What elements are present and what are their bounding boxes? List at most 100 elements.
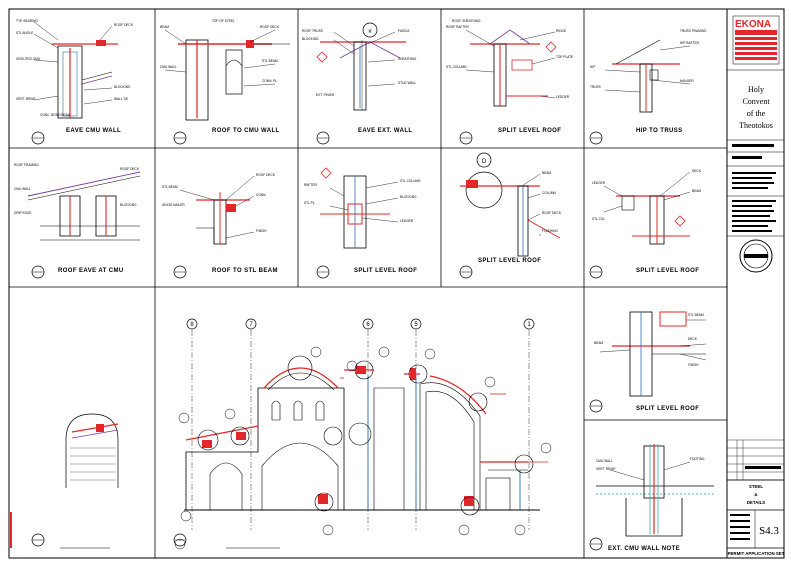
svg-text:BLOCKING: BLOCKING bbox=[400, 195, 417, 199]
svg-text:DECK: DECK bbox=[692, 169, 702, 173]
svg-text:ROOF DECK: ROOF DECK bbox=[256, 173, 276, 177]
project-title-line-1: Holy bbox=[748, 85, 764, 94]
svg-text:ROOF FRAMING: ROOF FRAMING bbox=[14, 163, 39, 167]
svg-text:BEAM: BEAM bbox=[542, 171, 551, 175]
grid-marker-7: 7 bbox=[249, 322, 253, 328]
sheet-title-line-2: & bbox=[754, 492, 758, 497]
detail-6-title: ROOF EAVE AT CMU bbox=[58, 268, 124, 274]
svg-text:COLUMN: COLUMN bbox=[542, 191, 557, 195]
svg-text:GROUTED CMU: GROUTED CMU bbox=[16, 57, 41, 61]
svg-text:STL PL: STL PL bbox=[304, 201, 315, 205]
svg-text:EXT. FINISH: EXT. FINISH bbox=[316, 93, 335, 97]
svg-text:RAFTER: RAFTER bbox=[304, 183, 317, 187]
svg-text:FLASHING: FLASHING bbox=[542, 229, 558, 233]
svg-text:ROOF DECK: ROOF DECK bbox=[114, 23, 134, 27]
svg-text:SHEATHING: SHEATHING bbox=[398, 57, 417, 61]
detail-11-title: SPLIT LEVEL ROOF bbox=[636, 406, 699, 412]
detail-8-drawing: RAFTER STL PL STL COLUMN BLOCKING LEDGER bbox=[304, 167, 421, 249]
svg-text:TOP PLATE: TOP PLATE bbox=[556, 55, 573, 59]
detail-10-title: SPLIT LEVEL ROOF bbox=[636, 268, 699, 274]
sheet-border bbox=[8, 8, 785, 559]
svg-text:STL BEAM: STL BEAM bbox=[688, 313, 704, 317]
svg-text:DECK: DECK bbox=[688, 337, 698, 341]
grid-marker-5: 5 bbox=[414, 322, 418, 328]
svg-text:TRUSS: TRUSS bbox=[590, 85, 601, 89]
sheet-title-line-3: DETAILS bbox=[747, 500, 766, 505]
detail-6-drawing: ROOF FRAMING CMU WALL ROOF DECK BLOCKING D… bbox=[14, 163, 141, 241]
section-marker-circle bbox=[476, 152, 492, 168]
svg-text:ROOF DECK: ROOF DECK bbox=[260, 25, 280, 29]
svg-text:BEAM: BEAM bbox=[692, 189, 701, 193]
sheet-title-line-1: STEEL bbox=[749, 484, 763, 489]
svg-text:CONN. PL: CONN. PL bbox=[262, 79, 277, 83]
svg-text:VERT. REINF.: VERT. REINF. bbox=[596, 467, 616, 471]
detail-3-title: EAVE EXT. WALL bbox=[358, 128, 413, 134]
detail-1-drawing: TYP. BEARING STL ANGLE GROUTED CMU VERT. R… bbox=[16, 19, 134, 119]
svg-text:FINISH: FINISH bbox=[256, 229, 267, 233]
svg-text:WALL TIE: WALL TIE bbox=[114, 97, 128, 101]
detail-2-drawing: BEAM CMU WALL ROOF DECK STL BEAM CONN. PL T… bbox=[160, 19, 290, 121]
svg-text:ROOF RAFTER: ROOF RAFTER bbox=[446, 25, 470, 29]
svg-text:BEAM: BEAM bbox=[160, 25, 169, 29]
detail-4-title: SPLIT LEVEL ROOF bbox=[498, 128, 561, 134]
svg-text:ROOF DECK: ROOF DECK bbox=[120, 167, 140, 171]
svg-text:VERT. REINF.: VERT. REINF. bbox=[16, 97, 36, 101]
main-elevation-drawing bbox=[174, 330, 552, 550]
svg-text:STL BEAM: STL BEAM bbox=[162, 185, 178, 189]
panel-grid bbox=[9, 9, 727, 558]
svg-text:TOP OF STEEL: TOP OF STEEL bbox=[212, 19, 235, 23]
detail-9-title: SPLIT LEVEL ROOF bbox=[478, 258, 541, 264]
sheet-number: S4.3 bbox=[759, 525, 779, 537]
svg-text:LEDGER: LEDGER bbox=[400, 219, 414, 223]
project-title-line-3: of the bbox=[747, 109, 766, 118]
svg-text:BLOCKING: BLOCKING bbox=[120, 203, 137, 207]
svg-text:ROOF DECK: ROOF DECK bbox=[542, 211, 562, 215]
svg-text:HIP: HIP bbox=[590, 65, 595, 69]
svg-text:LEDGER: LEDGER bbox=[592, 181, 606, 185]
detail-titles: EAVE CMU WALL ROOF TO CMU WALL EAVE EXT.… bbox=[31, 128, 699, 552]
firm-logo: EKONA bbox=[735, 19, 771, 30]
svg-text:CMU WALL: CMU WALL bbox=[160, 65, 177, 69]
detail-4-drawing: ROOF RAFTER STL COLUMN RIDGE TOP PLATE LED… bbox=[446, 19, 573, 107]
svg-text:CONC. BOND BEAM: CONC. BOND BEAM bbox=[40, 113, 71, 117]
project-title-line-4: Theotokos bbox=[739, 121, 773, 130]
detail-12-drawing: CMU WALL VERT. REINF. FOOTING bbox=[596, 444, 714, 537]
detail-circle-marker-label: # bbox=[368, 29, 372, 35]
svg-text:STL COLUMN: STL COLUMN bbox=[400, 179, 421, 183]
detail-8-title: SPLIT LEVEL ROOF bbox=[354, 268, 417, 274]
title-block bbox=[727, 15, 784, 549]
svg-text:STL ANGLE: STL ANGLE bbox=[16, 31, 33, 35]
svg-text:BLOCKING: BLOCKING bbox=[302, 37, 319, 41]
svg-text:FASCIA: FASCIA bbox=[398, 29, 410, 33]
svg-text:HANGER: HANGER bbox=[680, 79, 694, 83]
grid-marker-1: 1 bbox=[527, 322, 531, 328]
svg-text:DRIP EDGE: DRIP EDGE bbox=[14, 211, 31, 215]
detail-9-drawing: BEAM COLUMN ROOF DECK FLASHING bbox=[460, 171, 562, 257]
detail-12-title: EXT. CMU WALL NOTE bbox=[608, 546, 680, 552]
svg-text:STL BEAM: STL BEAM bbox=[262, 59, 278, 63]
svg-text:STL COLUMN: STL COLUMN bbox=[446, 65, 467, 69]
svg-text:ROOF TRUSS: ROOF TRUSS bbox=[302, 29, 323, 33]
svg-text:TYP. BEARING: TYP. BEARING bbox=[16, 19, 38, 23]
issue-status: PERMIT APPLICATION SET bbox=[728, 551, 785, 556]
svg-text:RIDGE: RIDGE bbox=[556, 29, 566, 33]
detail-5-title: HIP TO TRUSS bbox=[636, 128, 683, 134]
svg-text:CMU WALL: CMU WALL bbox=[596, 459, 613, 463]
grid-marker-8: 8 bbox=[190, 322, 194, 328]
svg-text:ROOF SHEATHING: ROOF SHEATHING bbox=[452, 19, 481, 23]
svg-text:CMU WALL: CMU WALL bbox=[14, 187, 31, 191]
svg-text:FOOTING: FOOTING bbox=[690, 457, 705, 461]
detail-1-title: EAVE CMU WALL bbox=[66, 128, 121, 134]
grid-marker-6: 6 bbox=[366, 322, 370, 328]
detail-7-title: ROOF TO STL BEAM bbox=[212, 268, 278, 274]
svg-text:FINISH: FINISH bbox=[688, 363, 699, 367]
svg-text:LEDGER: LEDGER bbox=[556, 95, 570, 99]
svg-text:STUD WALL: STUD WALL bbox=[398, 81, 416, 85]
project-title-line-2: Convent bbox=[742, 97, 770, 106]
svg-text:HIP RAFTER: HIP RAFTER bbox=[680, 41, 700, 45]
